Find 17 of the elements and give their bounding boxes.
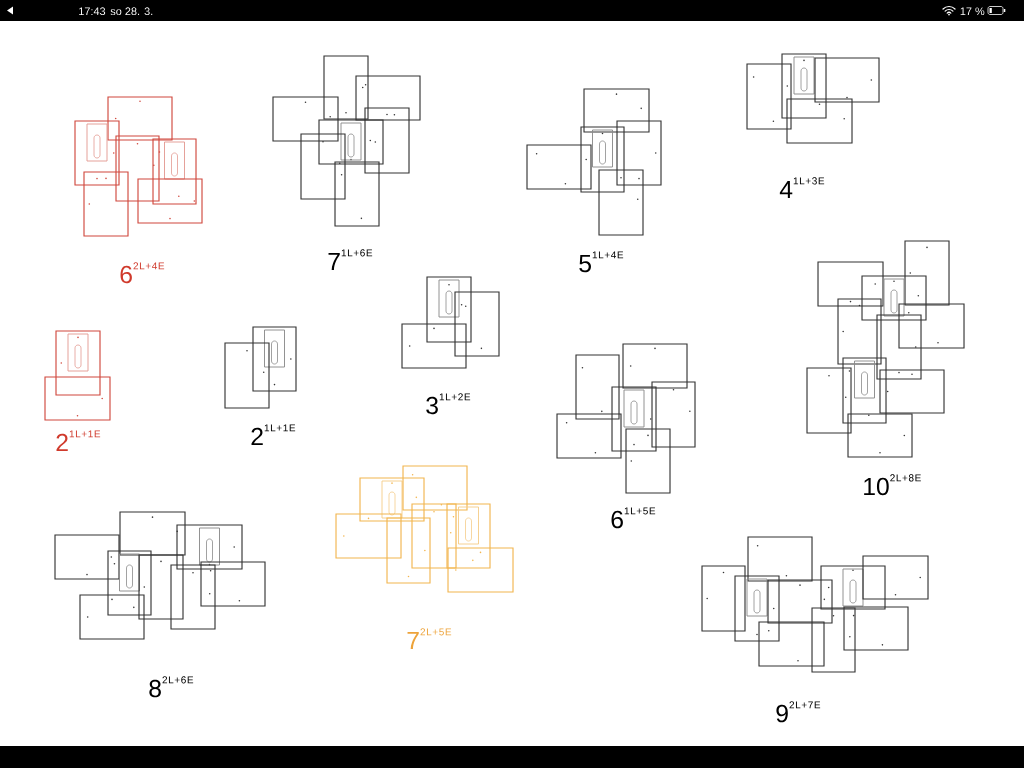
count-label: 6$^{1L+5E}$ [611, 507, 656, 529]
count-label: 7$^{1L+6E}$ [328, 249, 373, 270]
status-bar [0, 0, 1024, 21]
count-label: 10$^{2L+8E}$ [864, 474, 921, 496]
battery-percent: 17 % [960, 7, 985, 16]
count-label: 6$^{2L+4E}$ [120, 262, 165, 284]
count-label: 9$^{2L+7E}$ [776, 701, 821, 723]
count-label: 4$^{1L+3E}$ [779, 177, 825, 198]
count-label: 2$^{1L+1E}$ [251, 424, 296, 445]
count-label: 3$^{1L+2E}$ [426, 393, 471, 415]
time-text: 17:43 [79, 7, 106, 16]
bottom-bar [0, 746, 1024, 768]
count-label: 2$^{1L+1E}$ [56, 430, 101, 451]
count-label: 7$^{2L+5E}$ [407, 628, 452, 649]
count-label: 5$^{1L+4E}$ [579, 251, 624, 273]
count-label: 8$^{2L+6E}$ [149, 676, 194, 698]
date-text: so 28. 3. [110, 7, 153, 16]
